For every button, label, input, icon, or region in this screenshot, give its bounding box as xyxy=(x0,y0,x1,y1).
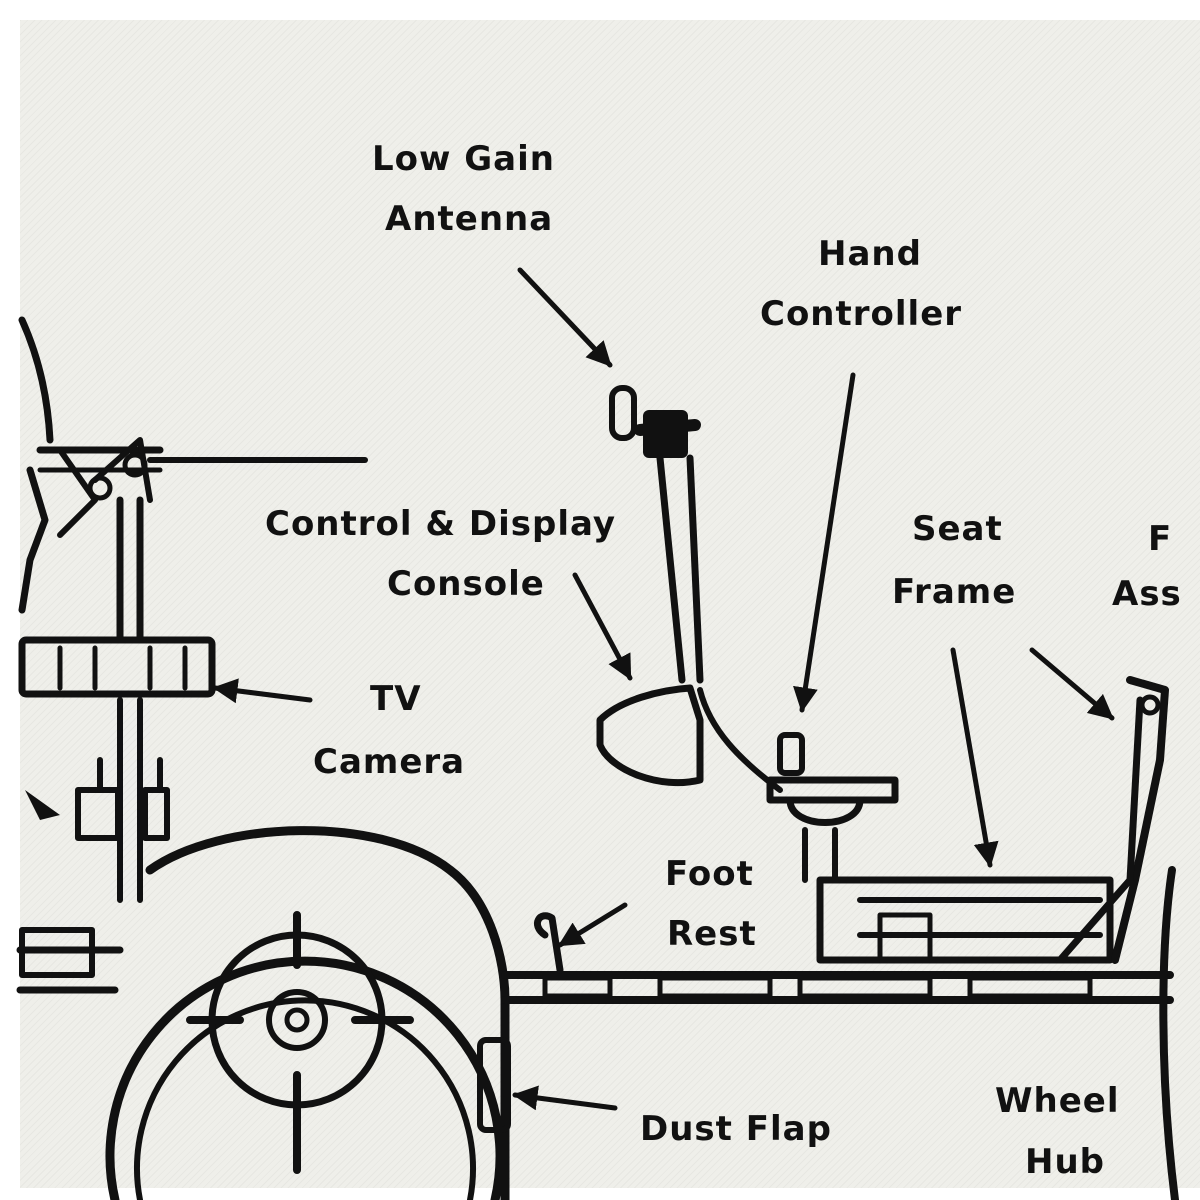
chassis-frame xyxy=(16,912,1174,1004)
label-tv-camera-line2: Camera xyxy=(313,742,465,782)
console-and-seat-structure xyxy=(596,385,1179,1200)
arrow-seat-frame xyxy=(950,647,999,868)
arrow-foot-rest xyxy=(557,902,628,948)
label-hand-controller-line2: Controller xyxy=(760,294,962,334)
arrow-hand-controller xyxy=(793,372,856,713)
label-seat-frame-line2: Frame xyxy=(892,572,1016,612)
label-foot-rest-line2: Rest xyxy=(667,914,757,954)
label-dust-flap: Dust Flap xyxy=(640,1109,832,1149)
label-seat-frame-line1: Seat xyxy=(912,509,1003,549)
label-wheel-hub-line1: Wheel xyxy=(995,1081,1119,1121)
arrow-footrest-assembly xyxy=(1029,647,1115,721)
label-tv-camera-line1: TV xyxy=(370,679,422,719)
arrow-dust-flap xyxy=(512,1085,618,1111)
label-control-display-console-line2: Console xyxy=(387,564,545,604)
label-foot-rest-line1: Foot xyxy=(665,854,754,894)
label-control-display-console-line1: Control & Display xyxy=(265,504,616,544)
label-wheel-hub-line2: Hub xyxy=(1025,1142,1105,1182)
label-low-gain-antenna-line1: Low Gain xyxy=(372,139,555,179)
front-wheel xyxy=(105,826,511,1200)
label-footrest-assembly-line1: F xyxy=(1148,519,1172,559)
arrow-control-display-console xyxy=(572,572,633,681)
arrow-low-gain-antenna xyxy=(517,267,613,368)
label-footrest-assembly-line2: Ass xyxy=(1112,574,1182,614)
label-low-gain-antenna-line2: Antenna xyxy=(385,199,553,239)
label-hand-controller-line1: Hand xyxy=(818,234,922,274)
arrow-tv-camera xyxy=(212,678,313,704)
callout-arrows xyxy=(212,267,1115,1111)
callout-labels: Low Gain Antenna Hand Controller Control… xyxy=(265,139,1182,1182)
antenna-mast-structure xyxy=(18,316,368,903)
